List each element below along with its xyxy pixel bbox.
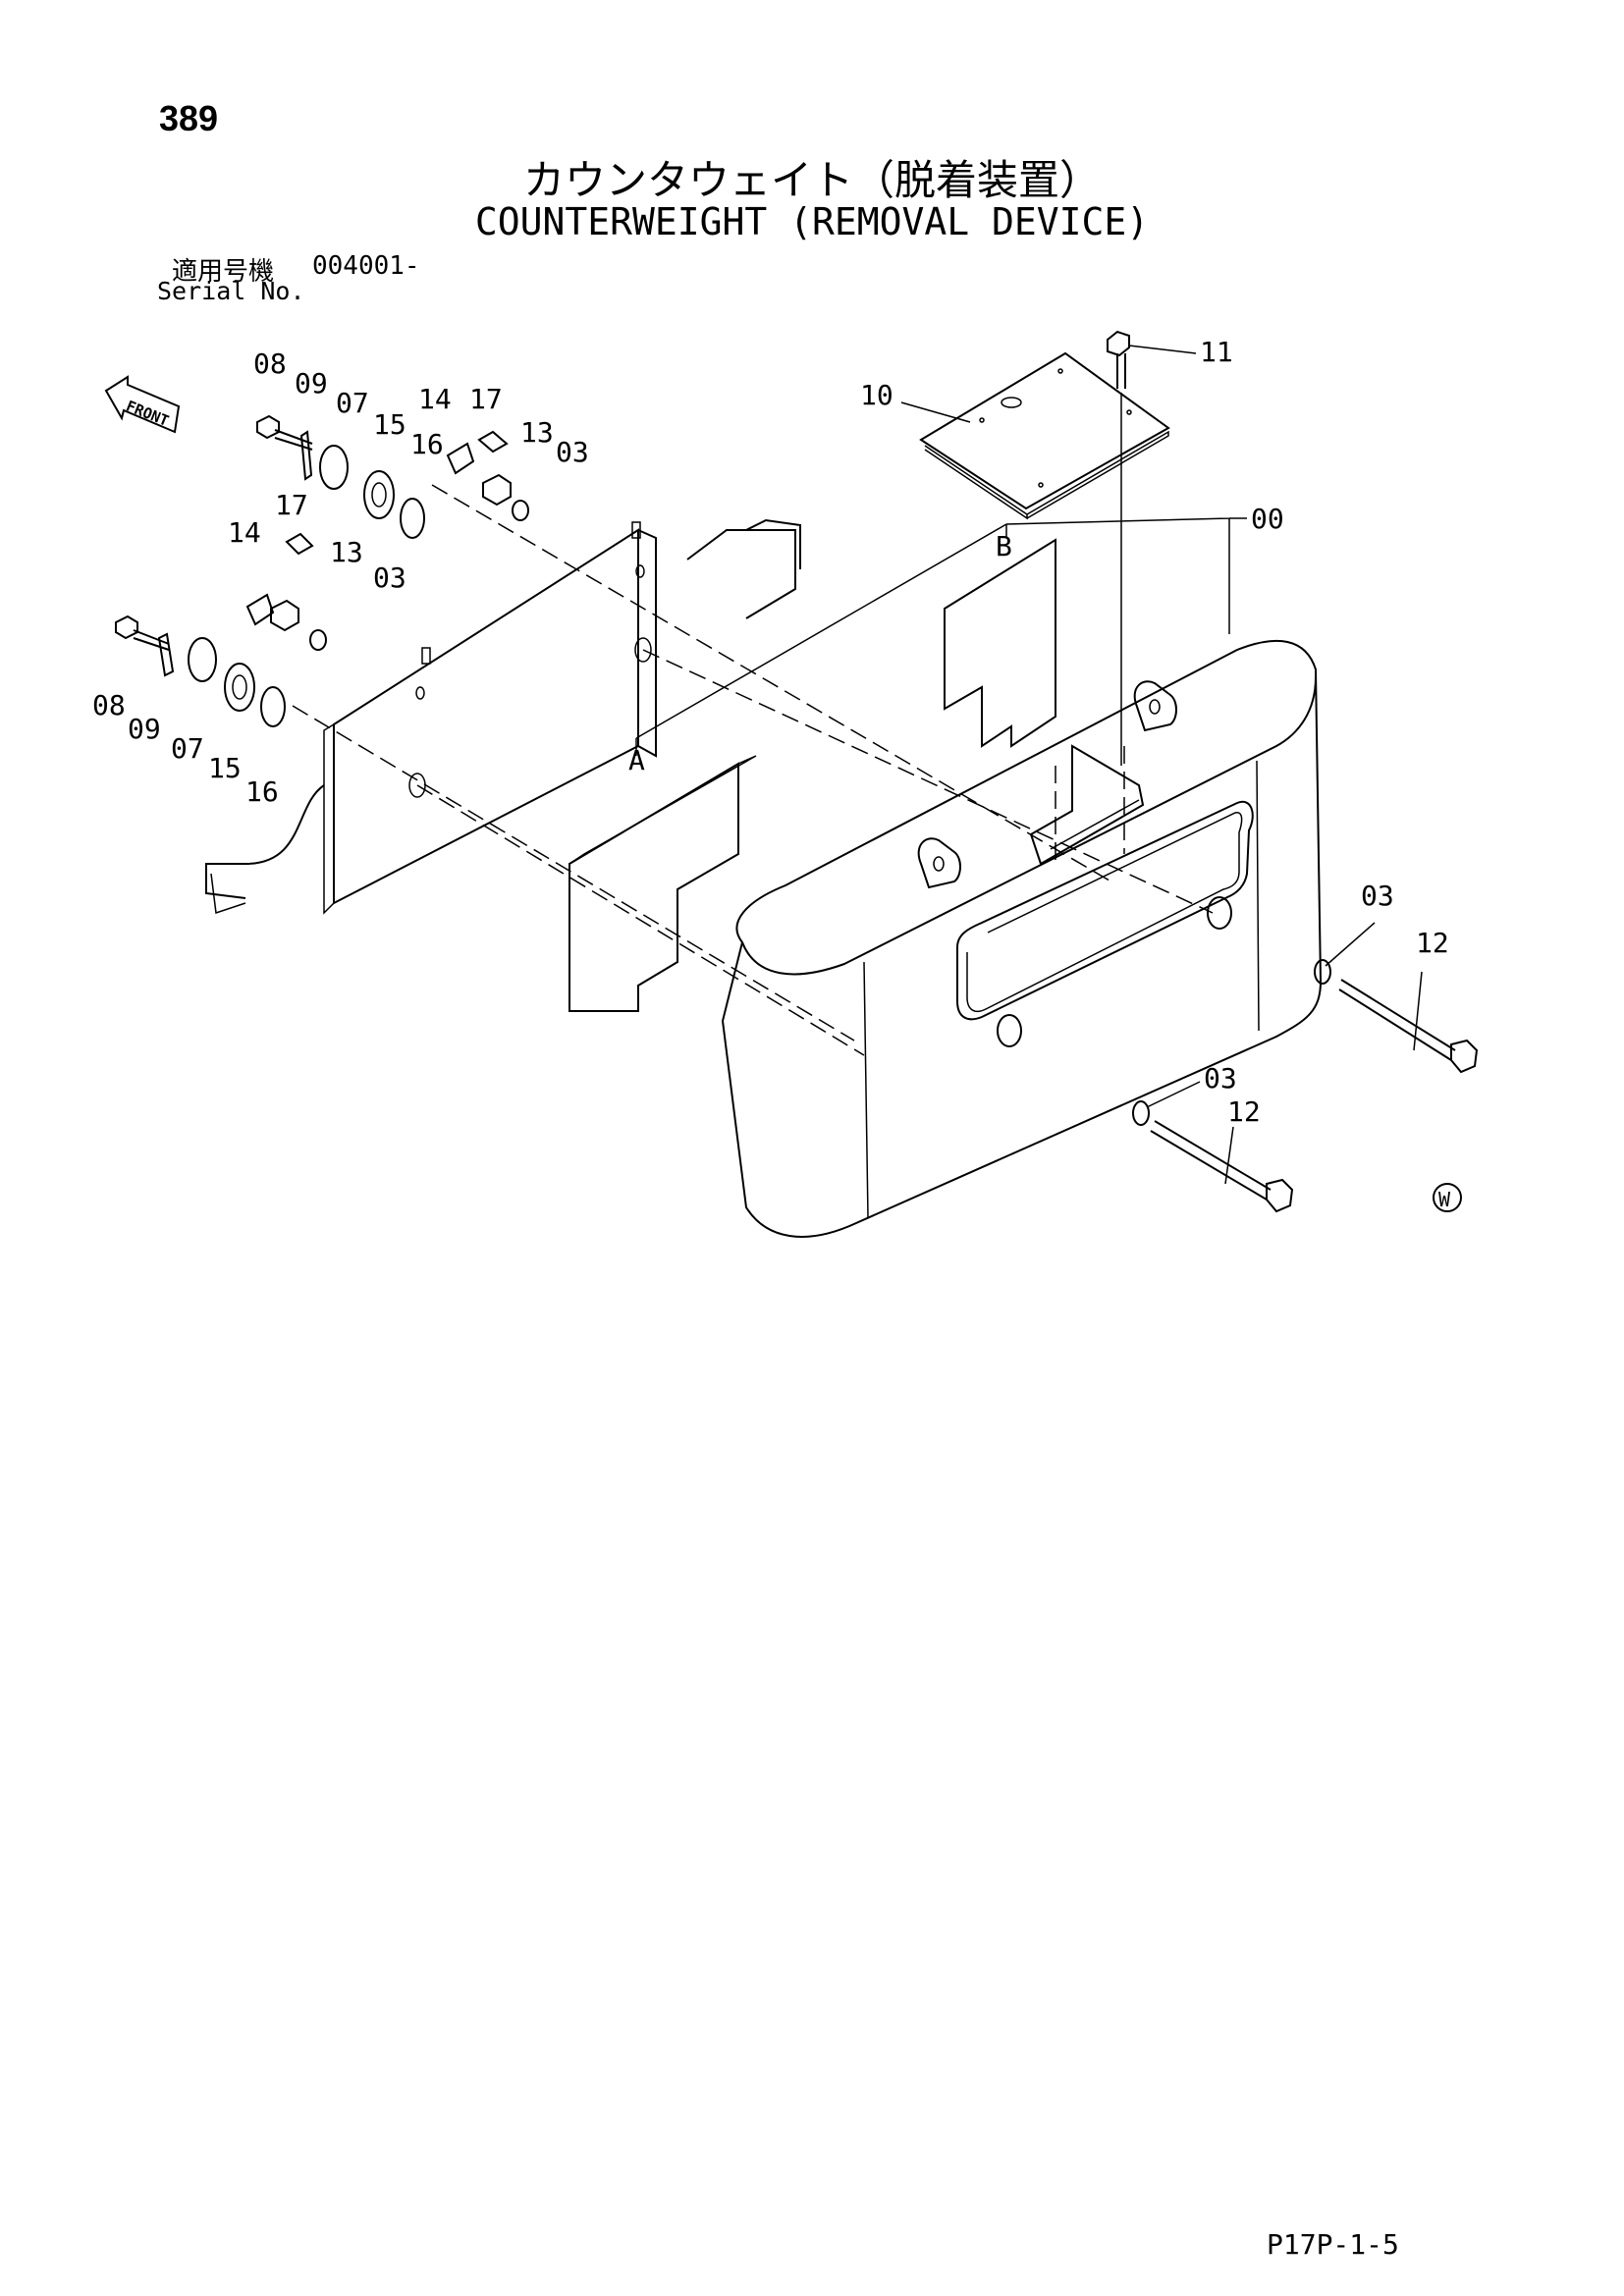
- callout-15-lower: 15: [208, 752, 242, 784]
- cover-plate: [919, 351, 1170, 520]
- callout-09-upper: 09: [295, 367, 328, 400]
- watermark-w-icon: W: [1433, 1183, 1462, 1212]
- page-title-japanese: カウンタウェイト（脱着装置）: [522, 156, 1101, 204]
- callout-13-lower: 13: [330, 536, 363, 568]
- callout-14-lower: 14: [228, 516, 261, 549]
- document-code: P17P-1-5: [1267, 2228, 1399, 2261]
- callout-17-lower: 17: [275, 489, 308, 521]
- callout-07-lower: 07: [171, 732, 204, 765]
- callout-10: 10: [860, 379, 893, 411]
- bolt-12-lower: [1132, 1100, 1294, 1213]
- callout-11: 11: [1200, 336, 1233, 368]
- callout-03-lower: 03: [373, 561, 406, 594]
- callout-12-upper: 12: [1416, 927, 1449, 959]
- callout-08-upper: 08: [253, 347, 287, 380]
- counterweight-body: [721, 639, 1323, 1238]
- callout-16-lower: 16: [245, 775, 279, 808]
- bolt-11: [1107, 330, 1130, 766]
- callout-03-upper: 03: [556, 436, 589, 468]
- page-number: 389: [159, 98, 219, 138]
- upper-fastener-group: [256, 414, 529, 539]
- page-title-english: COUNTERWEIGHT (REMOVAL DEVICE): [474, 200, 1150, 243]
- callout-03-right-lower: 03: [1204, 1062, 1237, 1095]
- callout-labels: 08 09 07 15 16 14 17 13 03 14 17 13 03 0…: [92, 336, 1449, 1128]
- callout-00: 00: [1251, 503, 1284, 535]
- plate-b: [944, 538, 1056, 748]
- callout-08-lower: 08: [92, 689, 126, 721]
- callout-16-upper: 16: [410, 428, 444, 460]
- serial-label-english: Serial No.: [157, 277, 305, 305]
- callout-12-lower: 12: [1227, 1095, 1261, 1128]
- callout-09-lower: 09: [128, 713, 161, 745]
- detail-label-b: B: [996, 530, 1012, 562]
- svg-text:W: W: [1438, 1188, 1451, 1211]
- serial-label-japanese: 適用号機: [172, 257, 275, 287]
- detail-label-a: A: [628, 744, 645, 776]
- front-arrow-icon: FRONT: [104, 375, 181, 434]
- callout-15-upper: 15: [373, 408, 406, 441]
- callout-03-right-upper: 03: [1361, 880, 1394, 912]
- serial-number-value: 004001-: [312, 251, 420, 281]
- lower-fastener-group: [115, 532, 327, 727]
- callout-07-upper: 07: [336, 387, 369, 419]
- callout-17-upper: 17: [469, 383, 503, 415]
- plate-a: [568, 755, 757, 1012]
- front-label: FRONT: [124, 397, 172, 430]
- callout-14-upper: 14: [418, 383, 452, 415]
- callout-13-upper: 13: [520, 416, 554, 449]
- machine-frame: [205, 518, 801, 915]
- bolt-12-upper: [1314, 959, 1479, 1074]
